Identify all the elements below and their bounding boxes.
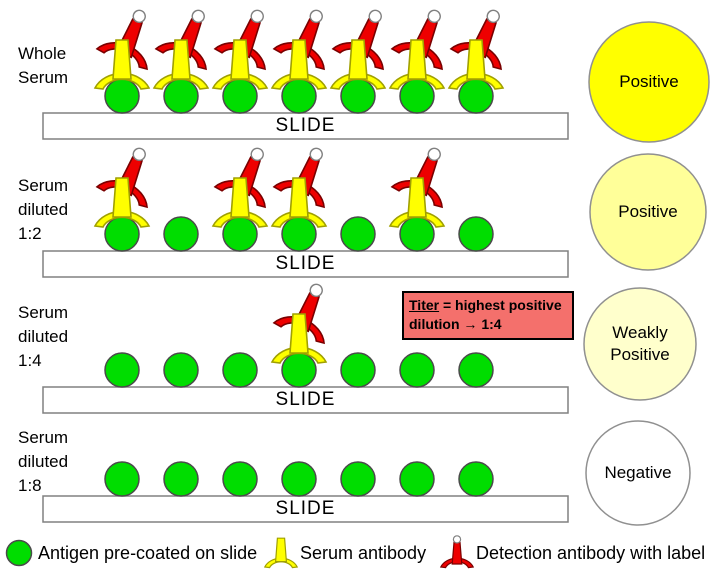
antigen-dot xyxy=(163,461,199,497)
legend-label-antigen: Antigen pre-coated on slide xyxy=(38,543,258,563)
label-dot xyxy=(309,9,323,24)
antigen-dot xyxy=(222,352,258,388)
result-label-positive: Positive xyxy=(618,202,678,221)
label-dot xyxy=(427,147,441,162)
legend-label-detection-antibody: Detection antibody with label xyxy=(476,543,706,563)
antigen-dot xyxy=(104,461,140,497)
serum-antibody-icon xyxy=(262,534,300,570)
label-dot xyxy=(250,147,264,162)
result-circle xyxy=(583,287,697,401)
row-label-whole-serum: Whole Serum xyxy=(18,44,69,87)
antigen-dot xyxy=(281,461,317,497)
label-dot xyxy=(250,9,264,24)
antigen-dot xyxy=(458,352,494,388)
slide xyxy=(42,495,569,523)
antigen-dot xyxy=(281,352,317,388)
serum-antibody xyxy=(211,39,269,90)
detection-antibody xyxy=(272,9,325,71)
antigen-dot xyxy=(222,78,258,114)
slide-label-1: SLIDE xyxy=(275,115,336,136)
label-dot xyxy=(368,9,382,24)
detection-antibody xyxy=(213,147,266,209)
antigen-dot xyxy=(222,461,258,497)
detection-antibody xyxy=(213,9,266,71)
row-label-diluted-1-4: Serum diluted 1:4 xyxy=(18,303,69,370)
detection-antibody xyxy=(272,283,325,345)
antigen-dot xyxy=(163,352,199,388)
result-label-negative: Negative xyxy=(604,463,672,482)
antigen-dot xyxy=(222,216,258,252)
serum-antibody xyxy=(93,177,151,228)
label-dot xyxy=(486,9,500,24)
antigen-dot xyxy=(458,461,494,497)
antigen-dot xyxy=(399,216,435,252)
antigen-dot xyxy=(340,216,376,252)
label-dot xyxy=(309,147,323,162)
antigen-icon xyxy=(5,539,33,570)
antigen-dot xyxy=(104,352,140,388)
detection-antibody xyxy=(331,9,384,71)
result-label-weakly-positive: Weakly Positive xyxy=(610,323,670,364)
legend-label-serum-antibody: Serum antibody xyxy=(300,543,427,563)
serum-antibody xyxy=(329,39,387,90)
antigen-dot xyxy=(399,78,435,114)
slide-label-2: SLIDE xyxy=(275,253,336,274)
serum-antibody xyxy=(270,177,328,228)
result-circle xyxy=(585,420,691,526)
antigen-dot xyxy=(458,216,494,252)
titer-note-line2: dilution → 1:4 xyxy=(409,316,502,332)
slide-label-3: SLIDE xyxy=(275,389,336,410)
result-circle xyxy=(588,21,710,143)
titer-note: Titer = highest positive dilution → 1:4 xyxy=(402,291,574,340)
slide xyxy=(42,386,569,414)
detection-antibody xyxy=(272,147,325,209)
antigen-dot xyxy=(281,78,317,114)
detection-antibody xyxy=(95,9,148,71)
antigen-dot xyxy=(399,461,435,497)
antigen-dot xyxy=(104,216,140,252)
titer-note-line1-rest: = highest positive xyxy=(439,297,562,313)
label-dot xyxy=(132,9,146,24)
slide xyxy=(42,250,569,278)
detection-antibody xyxy=(95,147,148,209)
serum-antibody xyxy=(388,177,446,228)
serum-antibody xyxy=(388,39,446,90)
label-dot xyxy=(132,147,146,162)
antigen-dot xyxy=(163,78,199,114)
antigen-dot xyxy=(399,352,435,388)
row-label-diluted-1-8: Serum diluted 1:8 xyxy=(18,428,69,495)
titer-note-term: Titer xyxy=(409,297,440,313)
label-dot xyxy=(309,283,323,298)
result-label-positive-strong: Positive xyxy=(619,72,679,91)
slide xyxy=(42,112,569,140)
result-circle xyxy=(589,153,707,271)
detection-antibody xyxy=(154,9,207,71)
serum-antibody xyxy=(93,39,151,90)
antigen-dot xyxy=(340,461,376,497)
row-label-diluted-1-2: Serum diluted 1:2 xyxy=(18,176,69,243)
detection-antibody-icon xyxy=(438,530,476,570)
detection-antibody xyxy=(449,9,502,71)
detection-antibody xyxy=(390,147,443,209)
serum-antibody xyxy=(152,39,210,90)
antigen-dot xyxy=(281,216,317,252)
label-dot xyxy=(191,9,205,24)
serum-antibody xyxy=(447,39,505,90)
antigen-dot xyxy=(163,216,199,252)
detection-antibody xyxy=(390,9,443,71)
slide-label-4: SLIDE xyxy=(275,498,336,519)
label-dot xyxy=(427,9,441,24)
serum-antibody xyxy=(270,313,328,364)
antigen-dot xyxy=(458,78,494,114)
antigen-dot xyxy=(340,352,376,388)
serum-antibody xyxy=(270,39,328,90)
antigen-dot xyxy=(340,78,376,114)
antigen-dot xyxy=(104,78,140,114)
serum-antibody xyxy=(211,177,269,228)
